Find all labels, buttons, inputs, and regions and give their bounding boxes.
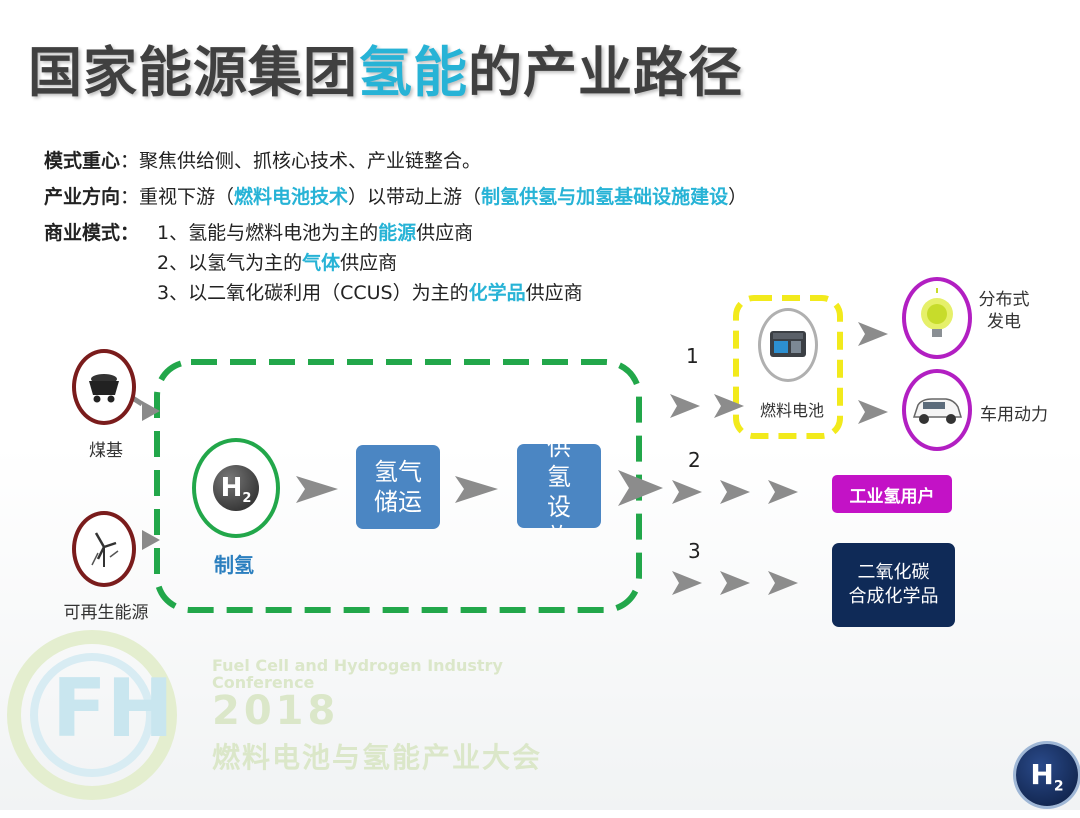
storage-line2: 储运 [374, 488, 422, 516]
h2-subscript: 2 [242, 491, 252, 507]
route3-arrow-2 [720, 571, 750, 595]
direction-highlight-2: 制氢供氢与加氢基础设施建设 [481, 186, 729, 208]
fuel-cell-boundary [733, 295, 843, 439]
renewable-label: 可再生能源 [63, 603, 149, 623]
title-part2: 的产业路径 [468, 41, 743, 104]
business-item-1: 1、氢能与燃料电池为主的能源供应商 [157, 218, 473, 245]
conference-name-line1: Fuel Cell and Hydrogen Industry [212, 656, 503, 675]
title-highlight: 氢能 [358, 41, 468, 104]
direction-text-b: ）以带动上游（ [348, 186, 482, 208]
logo-letters: FH [52, 662, 174, 755]
fuel-cell-label: 燃料电池 [759, 401, 824, 420]
item3-text-a: 3、以二氧化碳利用（CCUS）为主的 [157, 282, 469, 304]
conference-logo: FH [0, 620, 200, 810]
distributed-line1: 分布式 [978, 290, 1030, 310]
route2-arrow-3 [768, 480, 798, 504]
renewable-source-circle [72, 511, 136, 587]
direction-line: 产业方向：重视下游（燃料电池技术）以带动上游（制氢供氢与加氢基础设施建设） [44, 182, 747, 209]
conference-name-cn: 燃料电池与氢能产业大会 [212, 741, 543, 774]
direction-text-c: ） [728, 186, 748, 208]
route3-arrow-1 [672, 571, 702, 595]
car-icon [912, 398, 963, 424]
wind-turbine-icon [91, 532, 119, 567]
item2-text-b: 供应商 [340, 252, 398, 274]
business-item-3: 3、以二氧化碳利用（CCUS）为主的化学品供应商 [157, 278, 583, 305]
direction-highlight-1: 燃料电池技术 [234, 186, 349, 208]
distributed-generation-label: 分布式 发电 [968, 289, 1040, 333]
vehicle-power-label: 车用动力 [980, 405, 1048, 425]
conference-name-line2: Conference [212, 673, 315, 692]
distributed-line2: 发电 [987, 312, 1021, 332]
business-label: 商业模式： [44, 222, 140, 244]
item3-text-b: 供应商 [525, 282, 583, 304]
coal-label: 煤基 [89, 441, 123, 461]
direction-text-a: ：重视下游（ [120, 186, 235, 208]
item1-text-a: 1、氢能与燃料电池为主的 [157, 222, 379, 244]
business-item-2: 2、以氢气为主的气体供应商 [157, 248, 397, 275]
route1-arrow-to-fuelcell [714, 394, 744, 418]
storage-line1: 氢气 [374, 458, 422, 486]
hydrogen-supply-box: 供 氢 设 施 [517, 444, 601, 528]
vehicle-power-circle [902, 369, 972, 451]
page-title: 国家能源集团氢能的产业路径 [28, 28, 743, 107]
title-part1: 国家能源集团 [28, 41, 358, 104]
fuelcell-to-vehicle-arrow [858, 400, 888, 424]
conference-name-en: Fuel Cell and Hydrogen Industry Conferen… [212, 657, 503, 691]
supply-text: 供 氢 设 施 [547, 444, 571, 528]
coal-cart-icon [89, 374, 119, 403]
item1-text-b: 供应商 [416, 222, 474, 244]
coal-source-circle [72, 349, 136, 425]
chem-line1: 二氧化碳 [857, 562, 930, 583]
co2-chemicals-box: 二氧化碳 合成化学品 [832, 543, 955, 627]
badge-symbol: H [1030, 758, 1054, 791]
mode-text: ：聚焦供给侧、抓核心技术、产业链整合。 [120, 150, 482, 172]
light-bulb-icon [921, 288, 953, 337]
badge-subscript: 2 [1053, 778, 1064, 795]
h2-production-circle: H2 [192, 438, 280, 538]
industrial-hydrogen-users-box: 工业氢用户 [832, 475, 952, 513]
h2-badge-logo: H2 [1016, 744, 1078, 806]
item2-highlight: 气体 [302, 252, 341, 274]
route1-arrow-1 [670, 394, 700, 418]
distributed-generation-circle [902, 277, 972, 359]
fuel-cell-stack-icon [770, 331, 806, 357]
item2-text-a: 2、以氢气为主的 [157, 252, 303, 274]
renewable-input-arrow [142, 530, 160, 550]
mode-line: 模式重心：聚焦供给侧、抓核心技术、产业链整合。 [44, 146, 481, 173]
route2-arrow-2 [720, 480, 750, 504]
route3-arrow-3 [768, 571, 798, 595]
fuelcell-to-distributed-arrow [858, 322, 888, 346]
route2-arrow-1 [672, 480, 702, 504]
route-number-2: 2 [688, 448, 701, 472]
h2-symbol: H [220, 473, 243, 503]
flow-arrow-supply-out [618, 470, 663, 506]
mode-label: 模式重心 [44, 150, 121, 172]
item3-highlight: 化学品 [468, 282, 526, 304]
conference-year: 2018 [212, 688, 340, 734]
flow-arrow-h2-storage [296, 476, 338, 503]
route-number-1: 1 [686, 344, 699, 368]
item1-highlight: 能源 [378, 222, 417, 244]
flow-arrow-storage-supply [455, 476, 498, 503]
direction-label: 产业方向 [44, 186, 121, 208]
chem-line2: 合成化学品 [848, 586, 939, 607]
fuel-cell-circle [758, 308, 818, 382]
hydrogen-production-label: 制氢 [214, 553, 254, 577]
route-number-3: 3 [688, 539, 701, 563]
h2-molecule-icon: H2 [213, 465, 259, 511]
hydrogen-storage-box: 氢气 储运 [356, 445, 440, 529]
business-line-1: 商业模式： [44, 218, 139, 245]
